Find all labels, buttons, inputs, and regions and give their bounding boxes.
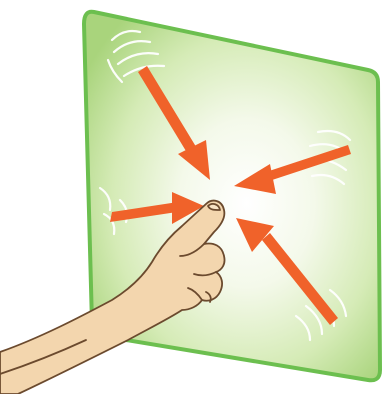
pinch-gesture-illustration [0, 0, 384, 394]
illustration-canvas [0, 0, 384, 394]
